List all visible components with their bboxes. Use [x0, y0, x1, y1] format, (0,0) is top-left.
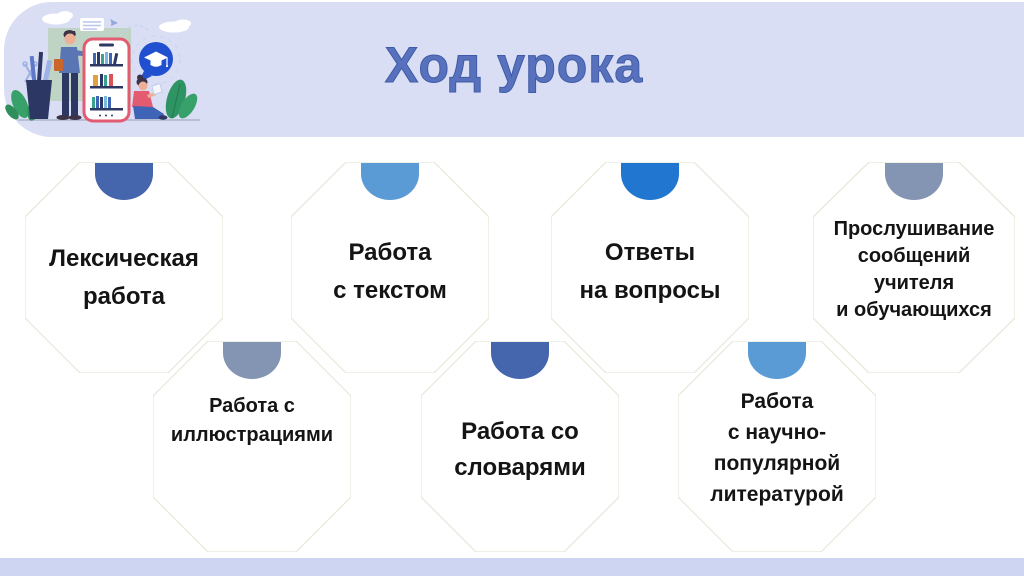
sitting-student-reading — [132, 74, 168, 120]
note-icon — [80, 18, 104, 31]
stage-card-lexical-work: Лексическая работа — [25, 162, 223, 373]
swirl-decoration — [119, 24, 149, 37]
paper-plane-icon — [110, 19, 118, 26]
card-label: Работа с иллюстрациями — [170, 395, 334, 446]
stage-card-dictionaries: Работа со словарями — [421, 341, 619, 552]
card-label: Работа с текстом — [333, 239, 447, 304]
card-label: Работа с научно- популярной литературой — [710, 390, 844, 506]
speech-bubble-graduation-icon — [131, 35, 181, 85]
stage-card-answers: Ответы на вопросы — [551, 162, 749, 373]
leaf-icon — [165, 79, 198, 119]
stage-card-listening: Прослушивание сообщений учителя и обучаю… — [813, 162, 1015, 373]
card-label: Работа со словарями — [454, 418, 586, 481]
cloud-icon — [42, 11, 191, 33]
stage-card-text-work: Работа с текстом — [291, 162, 489, 373]
page-title: Ход урока — [384, 37, 644, 94]
octagon-shape — [25, 162, 223, 373]
octagon-shape — [291, 162, 489, 373]
stage-card-science-literature: Работа с научно- популярной литературой — [678, 341, 876, 552]
octagon-shape — [421, 341, 619, 552]
card-label: Ответы на вопросы — [579, 239, 721, 304]
footer-strip — [0, 558, 1024, 576]
octagon-shape — [813, 162, 1015, 373]
octagon-shape — [551, 162, 749, 373]
phone-bookshelf-icon — [82, 37, 131, 123]
pencil-cup-icon — [22, 51, 53, 119]
card-label: Прослушивание сообщений учителя и обучаю… — [833, 218, 995, 321]
octagon-shape — [153, 341, 351, 552]
card-label: Лексическая работа — [49, 245, 199, 310]
header-banner: Ход урока — [4, 2, 1024, 137]
banner-illustration — [5, 11, 200, 123]
octagon-shape — [678, 341, 876, 552]
stage-card-illustrations: Работа с иллюстрациями — [153, 341, 351, 552]
